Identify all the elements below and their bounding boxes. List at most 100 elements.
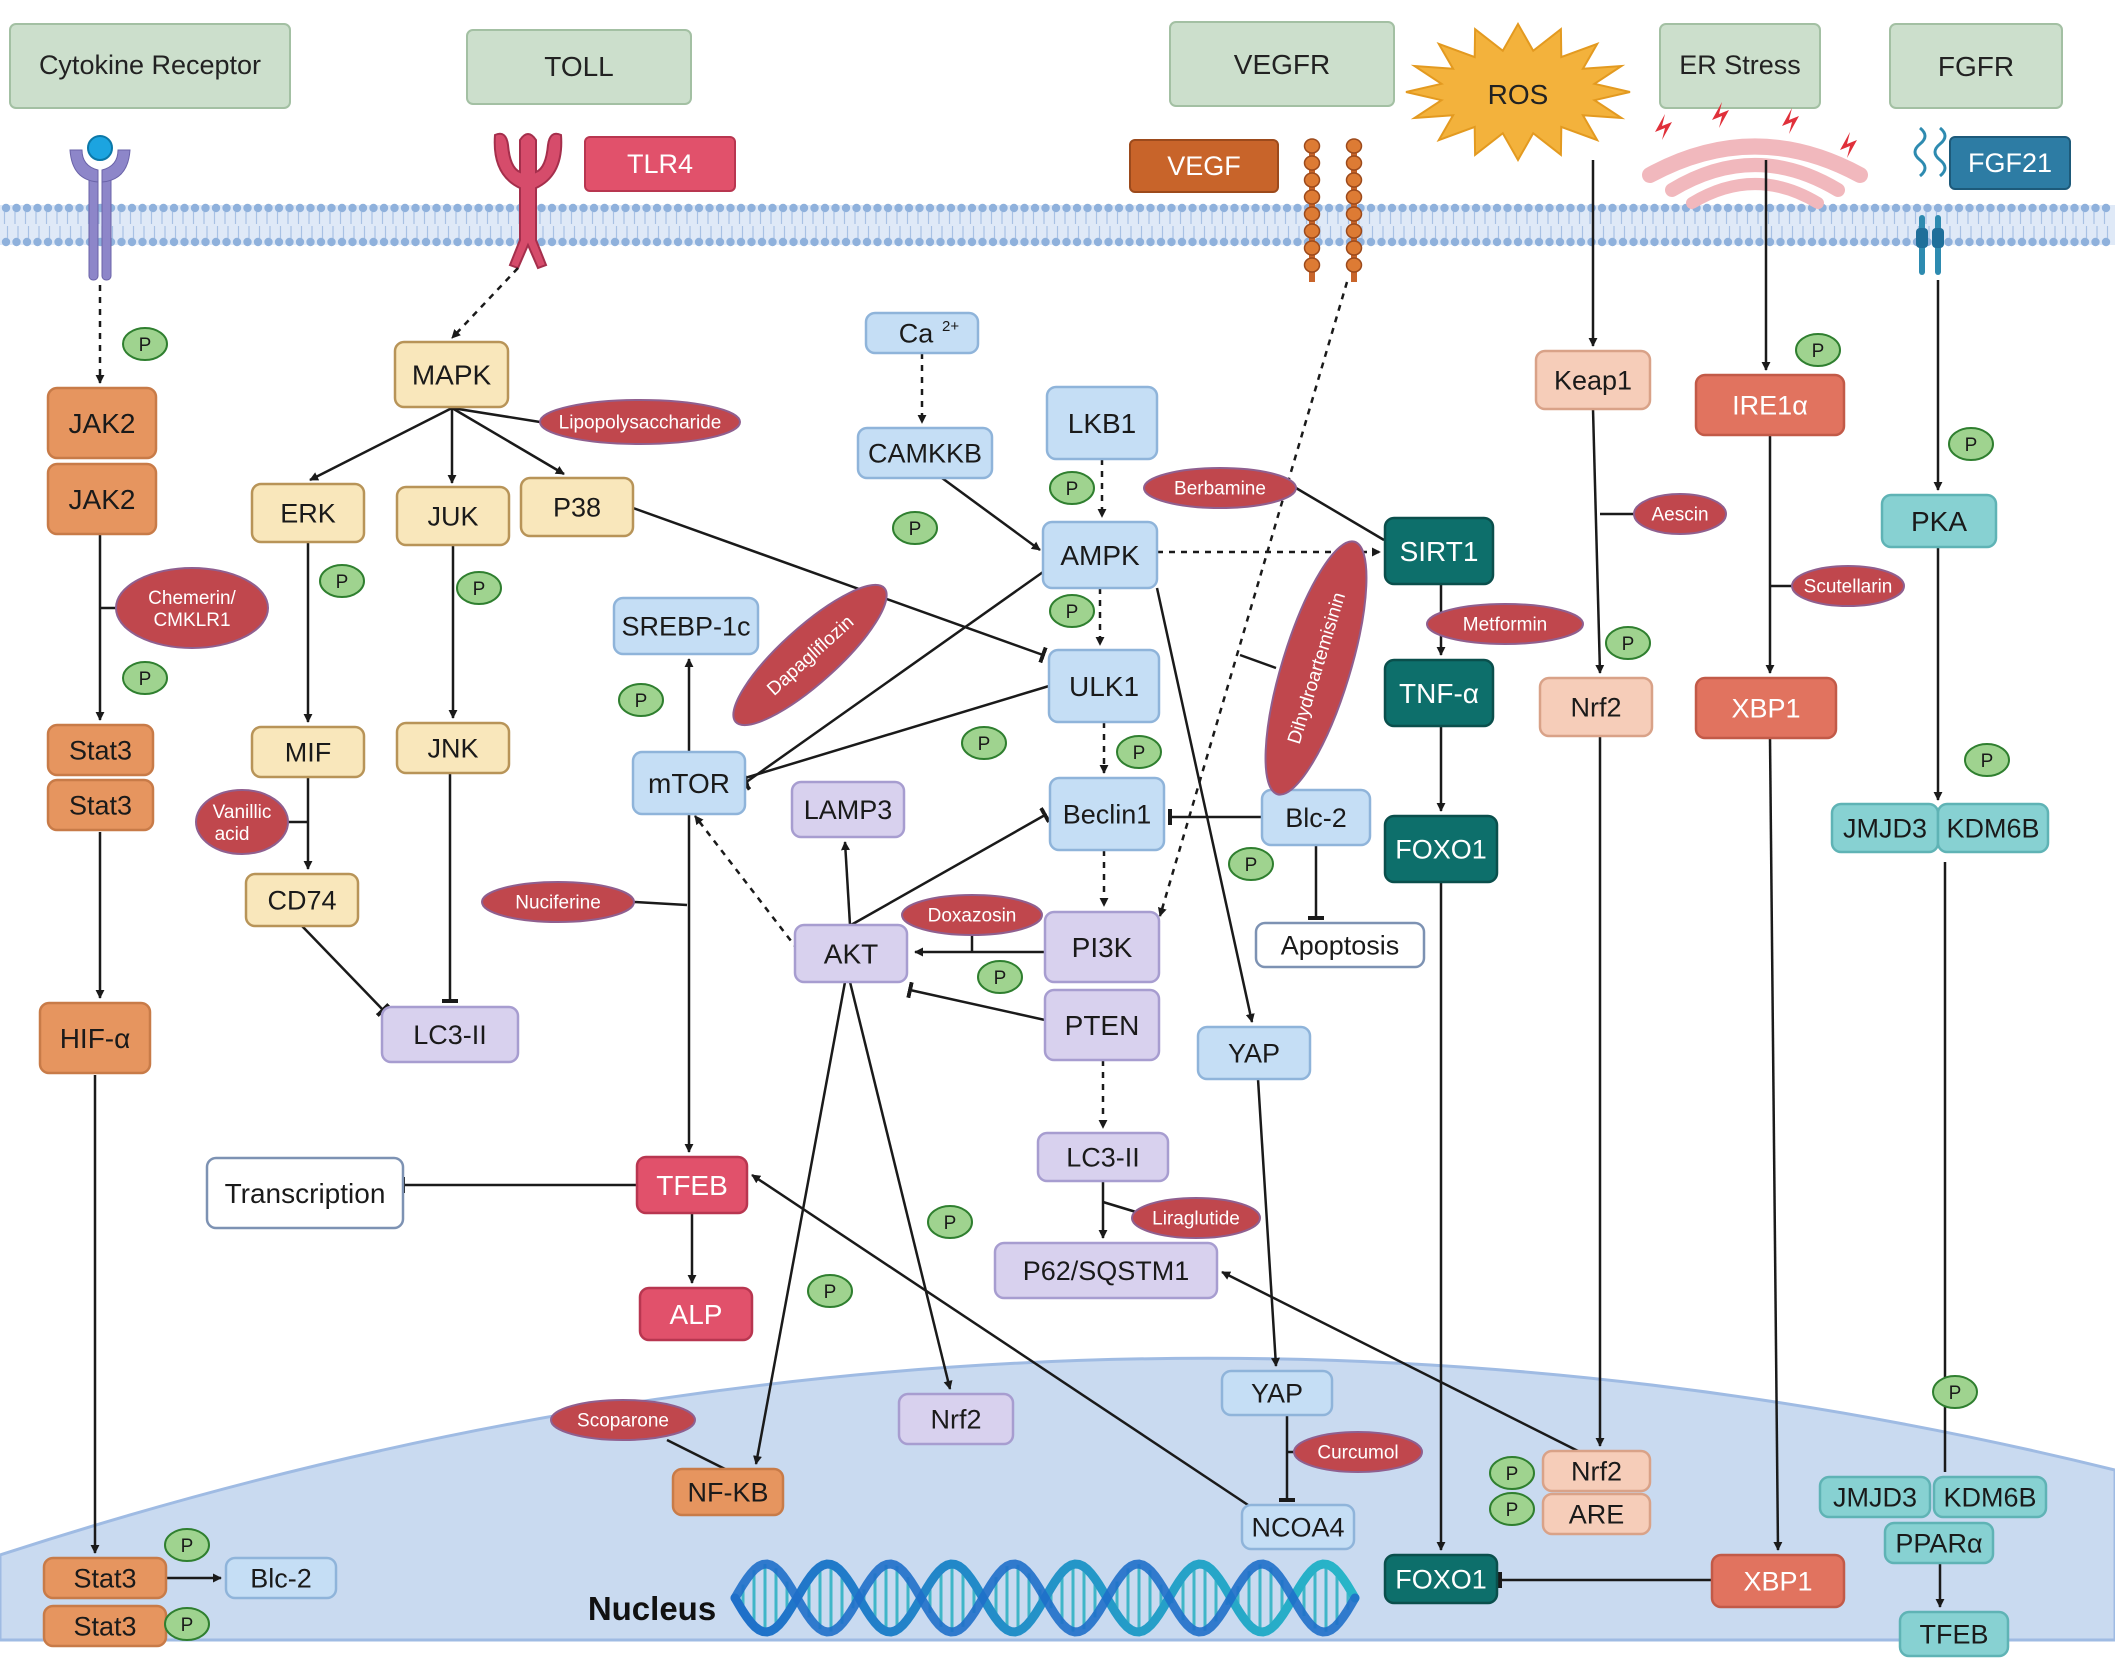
phosphorylation-marker: P bbox=[892, 511, 938, 545]
berbamine-drug: Berbamine bbox=[1143, 467, 1297, 509]
pathway-edge bbox=[753, 981, 847, 1465]
nrf2-nuclear-node: Nrf2 bbox=[1541, 1449, 1652, 1493]
tfeb-node: TFEB bbox=[635, 1155, 749, 1215]
phosphorylation-marker: P bbox=[1489, 1492, 1535, 1526]
mapk-node: MAPK bbox=[393, 340, 510, 409]
pathway-edge bbox=[1155, 587, 1255, 1023]
scoparone-drug: Scoparone bbox=[550, 1399, 696, 1441]
pathway-edge bbox=[751, 1173, 1249, 1507]
phosphorylation-label: P bbox=[1506, 1500, 1519, 1521]
cytokine-receptor-label: Cytokine Receptor bbox=[39, 50, 261, 80]
phosphorylation-label: P bbox=[978, 734, 991, 755]
apoptosis-node-label: Apoptosis bbox=[1281, 930, 1400, 960]
camkkb-node: CAMKKB bbox=[856, 426, 994, 480]
pathway-edge bbox=[301, 925, 391, 1017]
fgfr-label: FGFR bbox=[1938, 51, 2014, 82]
phosphorylation-label: P bbox=[1245, 855, 1258, 876]
yap-nuclear-node: YAP bbox=[1220, 1369, 1334, 1417]
cd74-node: CD74 bbox=[244, 872, 360, 928]
yap-cytoplasm-node: YAP bbox=[1196, 1025, 1312, 1081]
chemerin-cmklr1-drug-label-1: Chemerin/ bbox=[148, 588, 236, 609]
mtor-node-label: mTOR bbox=[648, 768, 730, 799]
curcumol-drug-label: Curcumol bbox=[1317, 1443, 1398, 1464]
nrf2-nuclear-node-label: Nrf2 bbox=[1571, 1456, 1622, 1486]
liraglutide-drug-label: Liraglutide bbox=[1152, 1209, 1240, 1230]
jmjd3-node-1: JMJD3 bbox=[1830, 802, 1940, 854]
srebp-1c-node: SREBP-1c bbox=[612, 596, 760, 656]
ncoa4-node-label: NCOA4 bbox=[1251, 1512, 1344, 1542]
nrf2-node-akt-label: Nrf2 bbox=[930, 1404, 981, 1434]
juk-node-label: JUK bbox=[427, 501, 478, 531]
xbp1-cytoplasm-node: XBP1 bbox=[1694, 676, 1838, 740]
p62-sqstm1-node-label: P62/SQSTM1 bbox=[1023, 1256, 1190, 1286]
phosphorylation-marker: P bbox=[977, 960, 1023, 994]
pi3k-node-label: PI3K bbox=[1072, 932, 1133, 963]
pathway-edge bbox=[632, 506, 1048, 664]
phosphorylation-label: P bbox=[1812, 341, 1825, 362]
pathway-edges bbox=[90, 160, 1947, 1608]
ampk-node-label: AMPK bbox=[1060, 540, 1140, 571]
ppar-alpha-node-label: PPARα bbox=[1895, 1528, 1982, 1558]
nrf2-node-akt: Nrf2 bbox=[897, 1392, 1015, 1446]
blc2-node-label: Blc-2 bbox=[1285, 803, 1347, 833]
doxazosin-drug: Doxazosin bbox=[901, 894, 1043, 936]
phosphorylation-marker: P bbox=[1116, 735, 1162, 769]
yap-cytoplasm-node-label: YAP bbox=[1228, 1038, 1280, 1068]
er-stress-label: ER Stress bbox=[1679, 50, 1801, 80]
nfkb-node: NF-KB bbox=[671, 1467, 785, 1517]
jnk-node: JNK bbox=[395, 721, 511, 775]
ncoa4-node: NCOA4 bbox=[1240, 1503, 1356, 1551]
blc2-node: Blc-2 bbox=[1260, 788, 1372, 847]
pathway-edge bbox=[633, 900, 688, 907]
pathway-edge bbox=[740, 684, 1050, 787]
phosphorylation-label: P bbox=[336, 572, 349, 593]
phosphorylation-label: P bbox=[1622, 634, 1635, 655]
pathway-edge bbox=[666, 1438, 726, 1471]
toll-label: TOLL bbox=[544, 51, 614, 82]
phosphorylation-label: P bbox=[181, 1615, 194, 1636]
pathway-edge bbox=[941, 476, 1041, 552]
stat3-nuclear-node-1-label: Stat3 bbox=[73, 1563, 136, 1593]
fgfr-receptor-icon bbox=[1913, 126, 1947, 275]
stat3-node-2: Stat3 bbox=[46, 778, 155, 832]
yap-nuclear-node-label: YAP bbox=[1251, 1378, 1303, 1408]
pathway-edge bbox=[1102, 1200, 1137, 1214]
akt-node-label: AKT bbox=[824, 938, 878, 969]
stat3-node-1: Stat3 bbox=[46, 723, 155, 777]
nucleus-region bbox=[0, 1356, 2115, 1642]
lc3-ii-node-label: LC3-II bbox=[1066, 1142, 1140, 1172]
phosphorylation-marker: P bbox=[1605, 626, 1651, 660]
phosphorylation-marker: P bbox=[1932, 1375, 1978, 1409]
aescin-drug-label: Aescin bbox=[1651, 505, 1708, 526]
transcription-node: Transcription bbox=[205, 1156, 405, 1230]
receptor-headers: Cytokine Receptor TOLL VEGFR ER Stress F… bbox=[9, 21, 2063, 109]
juk-node: JUK bbox=[395, 485, 511, 547]
nuciferine-drug-label: Nuciferine bbox=[515, 893, 601, 914]
foxo1-nuclear-node: FOXO1 bbox=[1383, 1553, 1499, 1605]
er-membrane-icon bbox=[1642, 102, 1868, 209]
pathway-edge bbox=[1591, 408, 1605, 674]
camkkb-node-label: CAMKKB bbox=[868, 438, 982, 468]
metformin-drug-label: Metformin bbox=[1463, 615, 1547, 636]
nfkb-node-label: NF-KB bbox=[688, 1477, 769, 1507]
phosphorylation-label: P bbox=[635, 691, 648, 712]
erk-node: ERK bbox=[250, 482, 366, 544]
berbamine-drug-label: Berbamine bbox=[1174, 479, 1266, 500]
transcription-node-label: Transcription bbox=[225, 1178, 386, 1209]
sirt1-node: SIRT1 bbox=[1383, 516, 1495, 586]
jak2-node-1: JAK2 bbox=[46, 386, 158, 460]
jak2-node-2: JAK2 bbox=[46, 462, 158, 536]
erk-node-label: ERK bbox=[280, 498, 336, 528]
ros-burst: ROS bbox=[1405, 21, 1631, 163]
lkb1-node-label: LKB1 bbox=[1068, 408, 1137, 439]
pka-node: PKA bbox=[1880, 493, 1998, 549]
phosphorylation-label: P bbox=[473, 579, 486, 600]
dihydroartemisinin-drug: Dihydroartemisinin bbox=[1264, 540, 1368, 796]
mtor-node: mTOR bbox=[631, 750, 747, 816]
phosphorylation-marker: P bbox=[1489, 1456, 1535, 1490]
vanillic-acid-drug-label-1: Vanillic bbox=[213, 802, 272, 823]
tfeb-right-node: TFEB bbox=[1898, 1610, 2010, 1658]
pten-node: PTEN bbox=[1043, 988, 1161, 1062]
phosphorylation-marker: P bbox=[319, 564, 365, 598]
